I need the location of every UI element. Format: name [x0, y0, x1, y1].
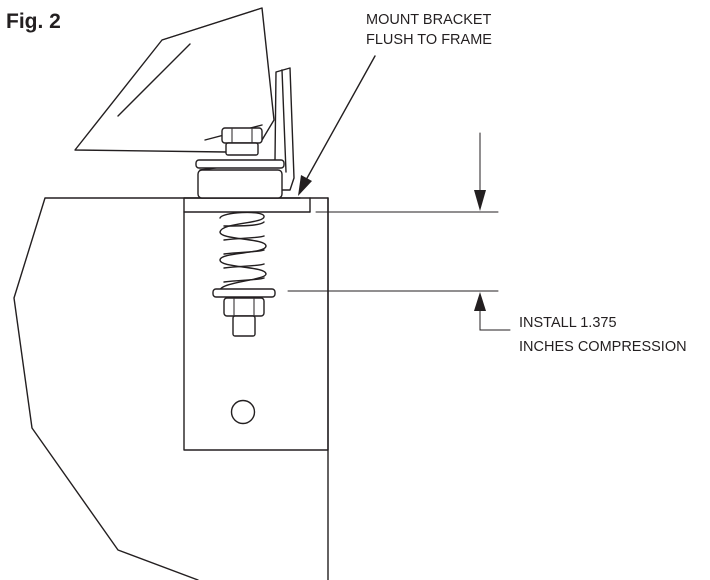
figure-title: Fig. 2 — [6, 10, 61, 33]
bolt-head — [221, 127, 263, 144]
mounting-hole — [230, 399, 256, 425]
compression-spring — [219, 211, 267, 291]
install-leader-line — [479, 307, 511, 331]
mount-callout-leader — [305, 55, 376, 181]
mount-bracket — [183, 197, 329, 451]
install-callout-line1: INSTALL 1.375 — [519, 315, 617, 331]
angle-bracket-inner-line — [281, 69, 287, 173]
threaded-stud-end — [232, 315, 256, 337]
mount-callout-arrowhead — [298, 175, 312, 196]
install-callout-line2: INCHES COMPRESSION — [519, 339, 687, 355]
lower-nut — [223, 297, 265, 317]
top-dimension-arrowhead — [474, 190, 486, 211]
deflector-top-edge — [161, 7, 263, 41]
mount-callout-line2: FLUSH TO FRAME — [366, 32, 492, 48]
lower-washer — [212, 288, 276, 298]
bolt-flange — [225, 142, 259, 156]
bottom-dimension-arrowhead — [474, 292, 486, 311]
upper-washer — [195, 159, 285, 169]
isolator-block — [197, 169, 283, 199]
frame-outline — [13, 197, 301, 580]
mount-callout-line1: MOUNT BRACKET — [366, 12, 492, 28]
